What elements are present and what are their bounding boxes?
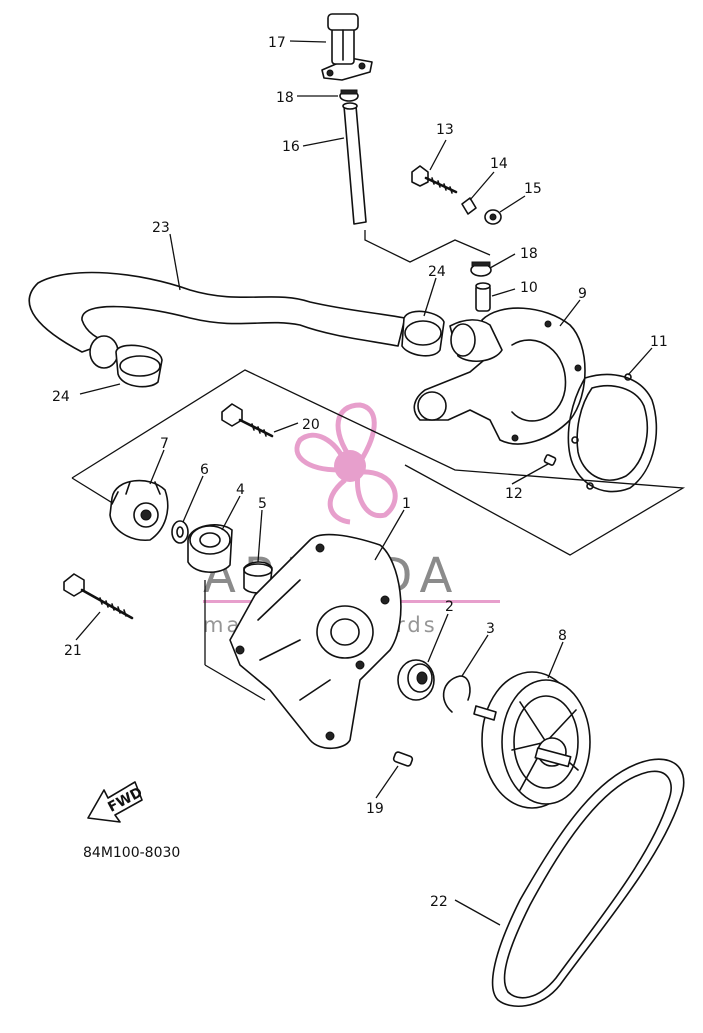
callout-15: 15 [524, 181, 542, 197]
part-10-fitting [475, 282, 491, 312]
part-11-gasket [567, 373, 658, 493]
part-3-circlip [442, 675, 471, 713]
callout-7: 7 [160, 436, 169, 452]
propeller-logo-icon [294, 402, 398, 525]
callout-21: 21 [64, 643, 82, 659]
callout-24-left: 24 [52, 389, 70, 405]
callout-1: 1 [402, 496, 411, 512]
part-1-pump-housing [229, 533, 402, 750]
part-2-bearing [397, 659, 435, 701]
callout-labels: 17 18 16 13 14 15 18 10 9 11 12 24 23 24… [52, 35, 668, 910]
callout-2: 2 [445, 599, 454, 615]
part-19-dowel-pin [392, 751, 414, 767]
part-12-dowel-pin [543, 454, 557, 466]
part-24-clamp-right [401, 310, 445, 357]
callout-23: 23 [152, 220, 170, 236]
part-6-washer [171, 520, 189, 544]
callout-20: 20 [302, 417, 320, 433]
fwd-direction-arrow: FWD [87, 781, 145, 823]
callout-22: 22 [430, 894, 448, 910]
part-18-hose-clamp-lower [470, 261, 492, 277]
callout-18-upper: 18 [276, 90, 294, 106]
part-22-drive-belt [491, 758, 685, 1007]
callout-24-right: 24 [428, 264, 446, 280]
callout-8: 8 [558, 628, 567, 644]
callout-11: 11 [650, 334, 668, 350]
callout-16: 16 [282, 139, 300, 155]
callout-13: 13 [436, 122, 454, 138]
part-16-hose [342, 102, 367, 225]
part-20-bolt [221, 403, 274, 438]
part-9-pump-cover [413, 307, 586, 445]
callout-4: 4 [236, 482, 245, 498]
part-4-mechanical-seal [187, 524, 233, 573]
callout-10: 10 [520, 280, 538, 296]
callout-5: 5 [258, 496, 267, 512]
part-7-impeller [109, 479, 169, 541]
part-24-clamp-left [115, 344, 163, 388]
leader-lines [75, 40, 653, 926]
diagram-code: 84M100-8030 [83, 845, 180, 861]
callout-9: 9 [578, 286, 587, 302]
callout-14: 14 [490, 156, 508, 172]
part-8-pulley [473, 671, 591, 809]
part-18-hose-clamp-upper [339, 89, 359, 102]
part-17-thermostat-housing [321, 13, 373, 81]
part-15-washer [484, 209, 502, 225]
callout-6: 6 [200, 462, 209, 478]
callout-18-lower: 18 [520, 246, 538, 262]
callout-17: 17 [268, 35, 286, 51]
part-13-bolt [411, 165, 458, 194]
callout-3: 3 [486, 621, 495, 637]
callout-19: 19 [366, 801, 384, 817]
part-21-bolt [63, 573, 134, 620]
part-14-lock-washer [461, 197, 477, 215]
callout-12: 12 [505, 486, 523, 502]
part-23-long-hose [28, 271, 406, 369]
